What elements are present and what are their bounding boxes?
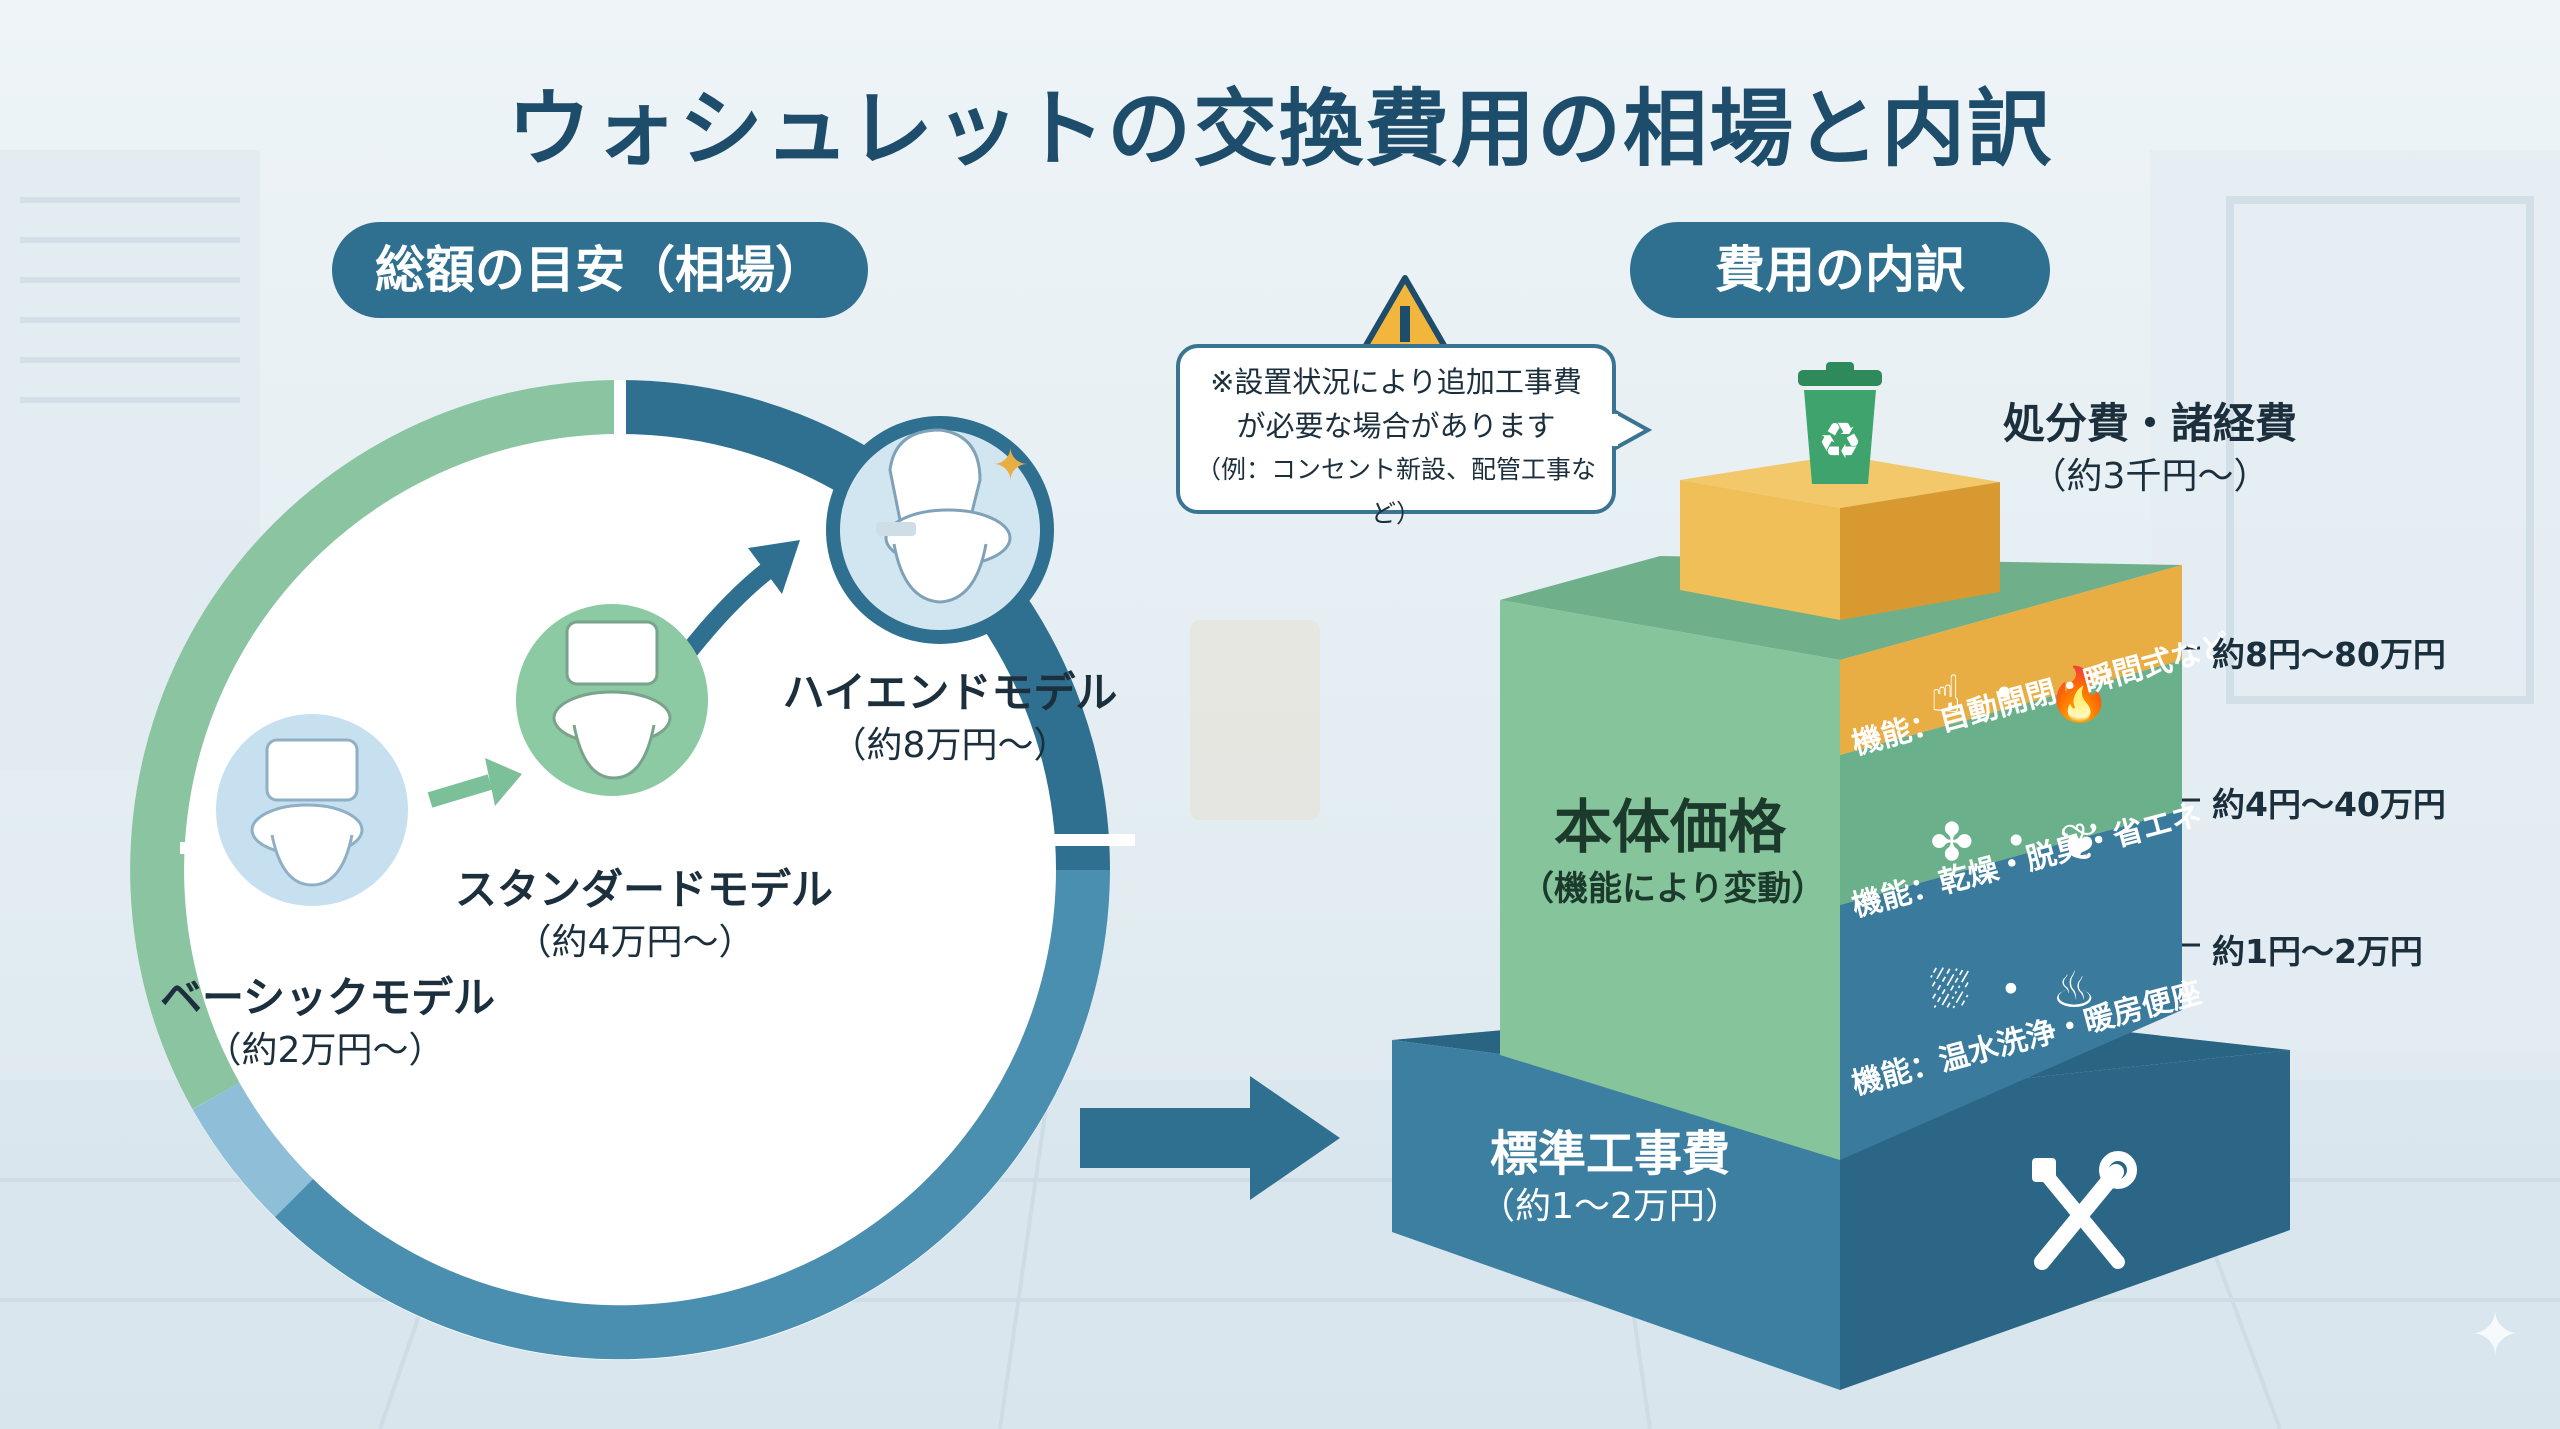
touch-icon: ☝ ・ 🔥 [1930,665,2112,725]
sparkle-icon: ✦ [992,440,1029,491]
additional-work-note: ※設置状況により追加工事費 が必要な場合があります （例：コンセント新設、配管工… [1176,344,1616,528]
basic-toilet-icon [216,714,408,906]
shower-heat-icon: ⛆ ・ ♨ [1930,961,2097,1019]
body-price-label: 本体価格 （機能により変動） [1520,793,1826,909]
page-title: ウォシュレットの交換費用の相場と内訳 [506,80,2054,178]
basic-model-label: ベーシックモデル （約2万円〜） [160,973,496,1071]
standard-model-label: スタンダードモデル （約4万円〜） [455,865,834,963]
svg-text:♻: ♻ [1818,412,1863,470]
standard-work-label: 標準工事費 （約1〜2万円） [1479,1126,1741,1227]
tier-block-mid [1840,660,2182,905]
right-section-heading: 費用の内訳 [1630,222,2050,318]
tier-mid-price: 約4円〜40万円 [2212,785,2446,824]
tier-block-basic [1840,810,2182,1160]
body-price-block [1500,600,1840,1160]
tier-block-high [1840,565,2182,755]
note-tail [1612,407,1652,453]
ring-segment-light [192,1082,314,1218]
fan-leaf-icon: ✤ ・ ❦ [1930,813,2103,873]
model-ring-diagram [130,380,1340,1360]
disposal-block [1680,480,1840,620]
tier-basic-price: 約1円〜2万円 [2212,932,2423,971]
ring-segment-basic [130,380,621,1110]
standard-toilet-icon [516,604,708,796]
sparkle-decor-icon: ✦ [2470,1300,2521,1370]
highend-model-label: ハイエンドモデル （約8万円〜） [782,668,1118,766]
ring-segment-standard [275,869,1110,1360]
tools-icon [2032,1151,2137,1270]
tier-high-price: 約8円〜80万円 [2212,635,2446,674]
disposal-label: 処分費・諸経費 （約3千円〜） [2002,399,2297,497]
standard-work-block [1392,1040,1840,1390]
recycle-bin-icon: ♻ [1798,362,1882,484]
left-section-heading: 総額の目安（相場） [332,222,868,318]
highend-toilet-icon [826,416,1054,644]
